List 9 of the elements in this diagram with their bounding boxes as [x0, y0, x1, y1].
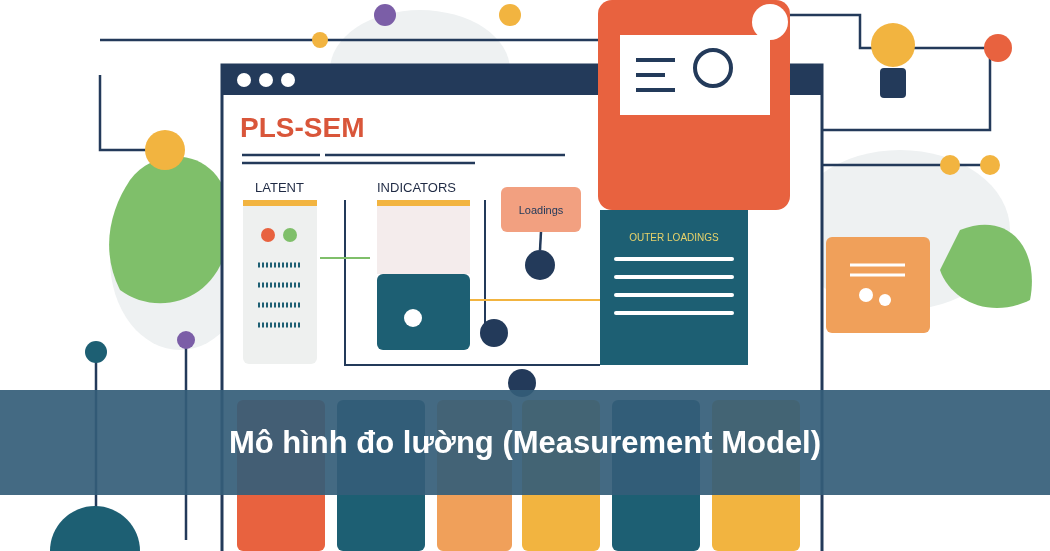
- loadings-box: [501, 187, 581, 232]
- column-heading: INDICATORS: [377, 180, 456, 195]
- column-heading: LATENT: [255, 180, 304, 195]
- box-label: Loadings: [518, 203, 564, 216]
- heading-text: PLS-SEM: [240, 112, 365, 144]
- banner-title: Mô hình đo lường (Measurement Model): [228, 424, 822, 461]
- panel-heading: OUTER LOADINGS: [629, 232, 719, 243]
- outer-loadings-panel: [600, 210, 748, 365]
- connector-line: [538, 231, 543, 251]
